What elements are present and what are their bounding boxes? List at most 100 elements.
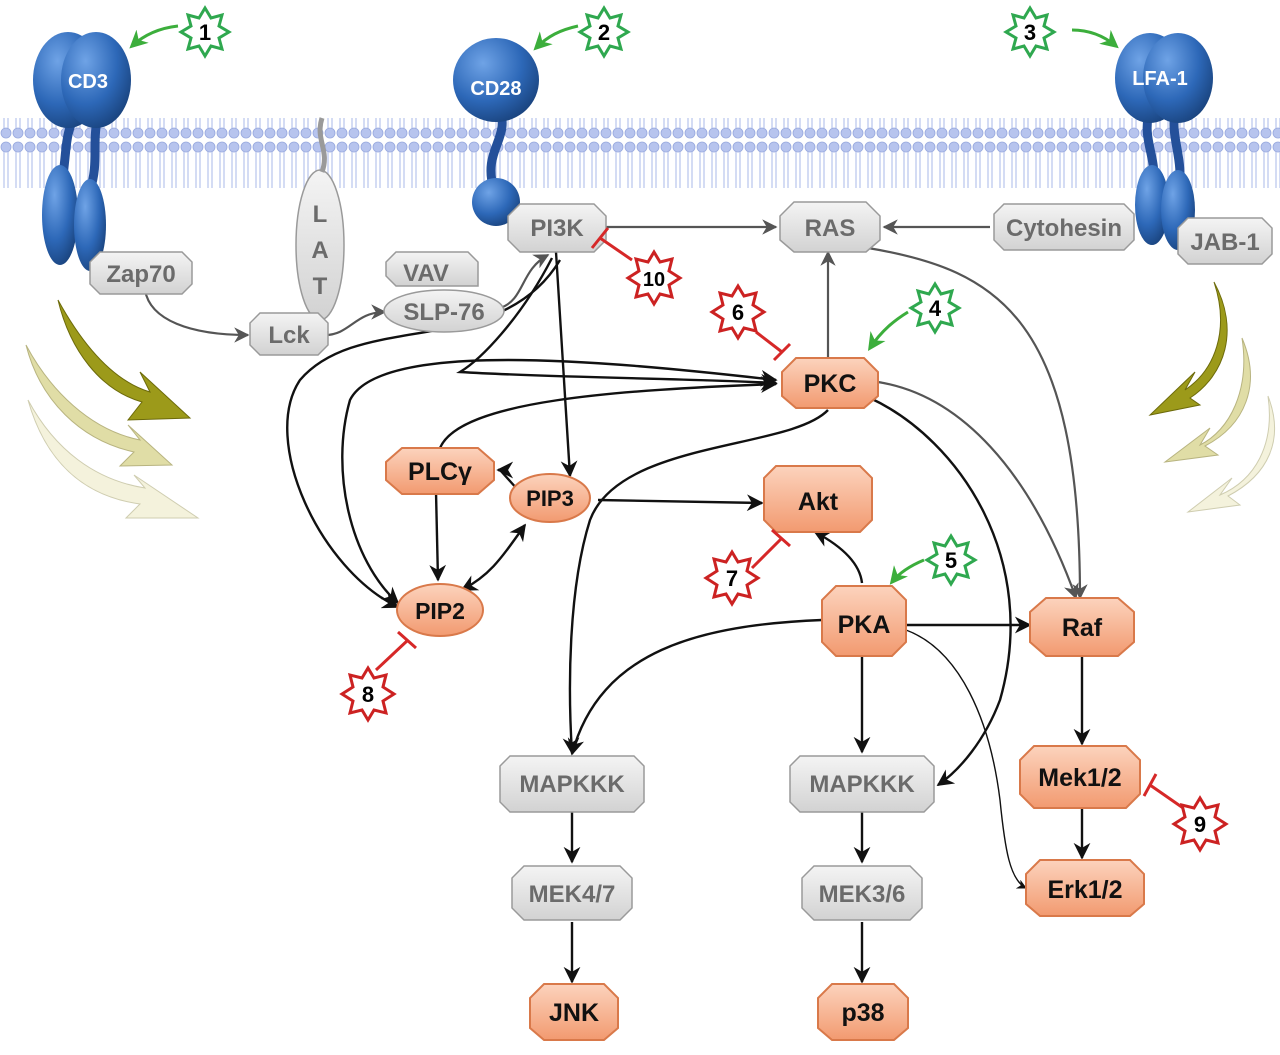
mek12-label: Mek1/2: [1038, 764, 1121, 792]
activate-5: [889, 558, 925, 585]
mapkkk-right-label: MAPKKK: [809, 771, 915, 798]
node-akt: Akt: [763, 465, 873, 533]
edge-pip3-plcg: [496, 461, 519, 491]
inhibitor-number-6: 6: [732, 300, 744, 325]
activator-number-3: 3: [1024, 20, 1036, 45]
edge-pkc-mapkkk-right: [869, 396, 1012, 786]
edge-zap70-lck: [143, 289, 250, 343]
activate-4: [868, 310, 909, 351]
activate-3: [1071, 28, 1119, 49]
node-erk12: Erk1/2: [1025, 859, 1145, 917]
node-pka: PKA: [821, 585, 907, 657]
edge-pip2-pip3: [460, 523, 526, 592]
activator-number-1: 1: [199, 20, 211, 45]
node-pip2: PIP2: [396, 583, 484, 637]
edge-lck-slp76: [324, 304, 387, 337]
cd3-receptor: CD3: [33, 32, 131, 271]
node-cytohesin: Cytohesin: [993, 203, 1135, 251]
inhibit-8: [374, 630, 417, 672]
edge-plcg-pkc: [438, 376, 778, 449]
node-p38: p38: [817, 983, 909, 1041]
lck-label: Lck: [268, 322, 310, 349]
edge-pka-mapkkk-left: [567, 618, 823, 756]
node-mek47: MEK4/7: [511, 865, 633, 921]
ras-label: RAS: [805, 215, 856, 242]
activator-number-4: 4: [929, 296, 942, 321]
node-ras: RAS: [779, 201, 881, 253]
mek47-label: MEK4/7: [529, 881, 616, 908]
node-mapkkk-right: MAPKKK: [789, 755, 935, 813]
raf-label: Raf: [1062, 614, 1103, 642]
jab1-label: JAB-1: [1190, 229, 1259, 256]
inhibitor-number-9: 9: [1194, 812, 1206, 837]
edge-pka-akt: [813, 530, 864, 584]
activator-number-2: 2: [598, 20, 610, 45]
edge-pkc-pip2: [341, 358, 778, 605]
lat-label-l: L: [313, 201, 328, 228]
edge-pkc-raf: [877, 380, 1079, 600]
inhibitor-number-8: 8: [362, 682, 374, 707]
cytohesin-label: Cytohesin: [1006, 215, 1122, 242]
inhibitor-number-10: 10: [643, 269, 665, 291]
node-raf: Raf: [1029, 597, 1135, 657]
activator-number-5: 5: [945, 548, 957, 573]
activator-badge-4: 4: [908, 281, 962, 335]
node-lat: L A T: [295, 117, 345, 321]
inhibitor-badge-7: 7: [703, 549, 761, 607]
pka-label: PKA: [838, 611, 891, 639]
node-pi3k: PI3K: [507, 203, 607, 253]
lfa1-receptor: LFA-1: [1115, 33, 1213, 250]
node-jnk: JNK: [529, 983, 619, 1041]
node-mek12: Mek1/2: [1019, 745, 1141, 809]
edge-pkc-mapkkk-left: [562, 409, 829, 755]
activator-arrows: [129, 24, 1119, 585]
activator-badge-3: 3: [1003, 5, 1057, 59]
inhibitor-badge-10: 10: [625, 249, 683, 307]
mapkkk-left-label: MAPKKK: [519, 771, 625, 798]
cd28-label: CD28: [470, 78, 521, 100]
pip3-label: PIP3: [526, 486, 574, 511]
node-jab1: JAB-1: [1177, 217, 1273, 265]
node-zap70: Zap70: [89, 251, 193, 295]
node-pkc: PKC: [781, 357, 879, 409]
edge-pka-erk: [905, 629, 1027, 889]
inhibitor-number-7: 7: [726, 566, 738, 591]
activator-badge-5: 5: [924, 533, 978, 587]
slp76-label: SLP-76: [403, 299, 484, 326]
activator-badge-2: 2: [577, 5, 631, 59]
right-signal-arrows: [1148, 281, 1276, 513]
zap70-label: Zap70: [106, 261, 175, 288]
vav-label: VAV: [403, 260, 449, 287]
inhibit-10: [590, 227, 633, 262]
mek36-label: MEK3/6: [819, 881, 906, 908]
gray-edges: [143, 219, 1088, 600]
cd28-receptor: CD28: [453, 38, 539, 226]
inhibit-9: [1142, 773, 1187, 812]
lfa1-label: LFA-1: [1132, 68, 1188, 90]
activate-2: [533, 24, 579, 51]
lat-label-t: T: [313, 273, 328, 300]
edge-plcg-pip2: [429, 491, 447, 582]
node-slp76: SLP-76: [383, 289, 505, 333]
p38-label: p38: [841, 999, 884, 1027]
cd3-label: CD3: [68, 71, 108, 93]
activator-badge-1: 1: [178, 5, 232, 59]
inhibit-7: [750, 528, 791, 570]
pkc-label: PKC: [804, 370, 857, 398]
activate-1: [129, 24, 179, 49]
cell-membrane: [0, 118, 1280, 188]
lat-label-a: A: [311, 237, 328, 264]
node-plcg: PLCγ: [385, 447, 495, 495]
node-mapkkk-left: MAPKKK: [499, 755, 645, 813]
node-mek36: MEK3/6: [801, 865, 923, 921]
erk12-label: Erk1/2: [1047, 876, 1122, 904]
inhibitor-badge-8: 8: [339, 665, 397, 723]
left-signal-arrows: [25, 299, 200, 519]
black-edges: [286, 251, 1091, 984]
inhibition-bars: [374, 227, 1187, 812]
pip2-label: PIP2: [415, 598, 465, 624]
node-vav: VAV: [385, 251, 479, 287]
node-pip3: PIP3: [509, 473, 591, 523]
edge-slp76-pi3k: [499, 254, 550, 310]
